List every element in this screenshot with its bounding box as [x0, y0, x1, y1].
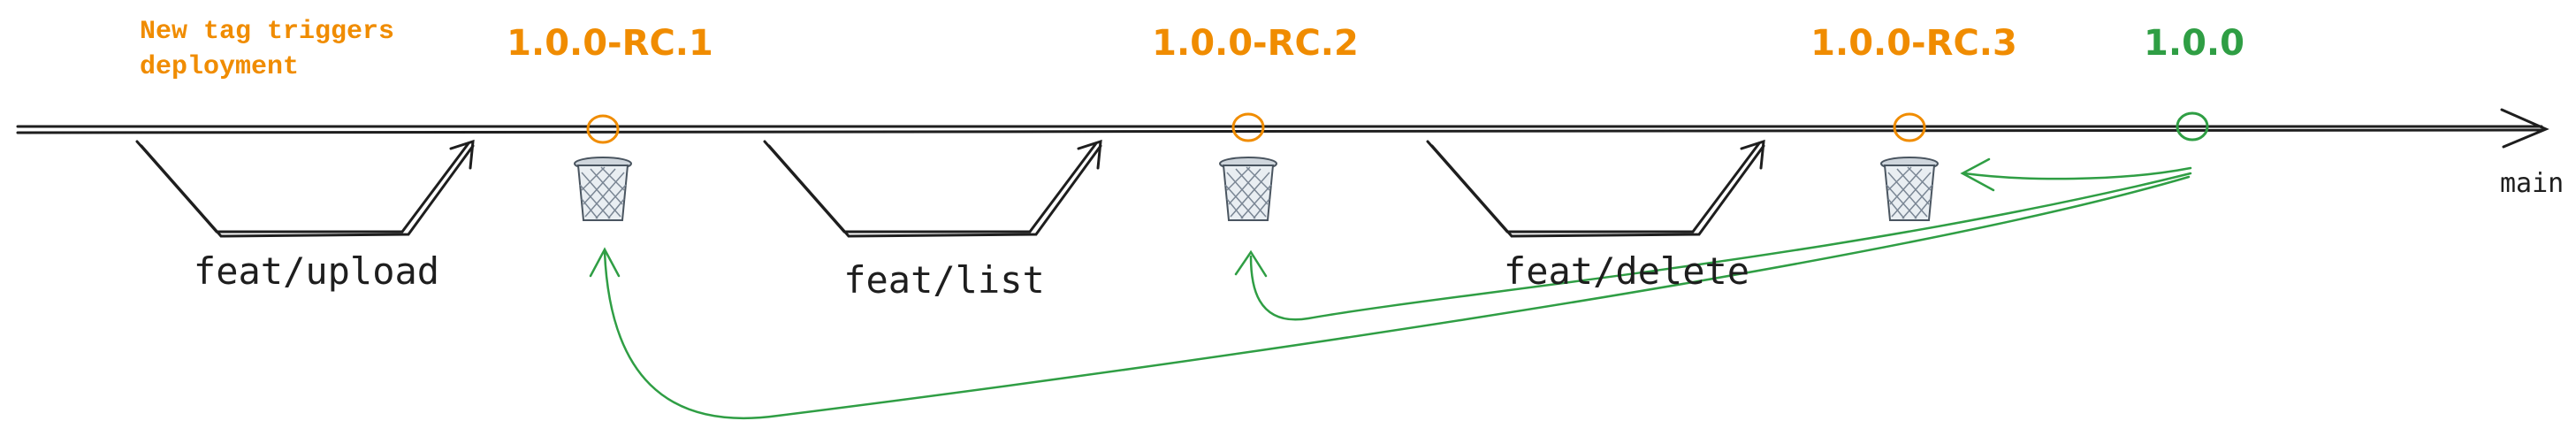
feature-branch-upload [135, 139, 475, 238]
feature-branch-list [763, 139, 1102, 238]
tag-label-rc2: 1.0.0-RC.2 [1152, 23, 1359, 64]
deployment-note: New tag triggers deployment [140, 17, 395, 82]
tag-label-final: 1.0.0 [2144, 23, 2244, 64]
main-branch-label: main [2500, 168, 2565, 199]
tag-marker-icon [586, 111, 2209, 144]
branch-label-upload: feat/upload [193, 249, 440, 293]
branch-label-delete: feat/delete [1503, 249, 1750, 293]
trash-icon [574, 157, 632, 221]
trash-icon [1880, 157, 1939, 221]
feature-branch-delete [1426, 139, 1765, 238]
branch-label-list: feat/list [843, 258, 1045, 302]
main-branch-line [16, 108, 2549, 149]
trash-icon [1219, 157, 1277, 221]
arrow-icon [589, 157, 2192, 420]
tag-label-rc1: 1.0.0-RC.1 [507, 23, 713, 64]
tag-label-rc3: 1.0.0-RC.3 [1810, 23, 2017, 64]
